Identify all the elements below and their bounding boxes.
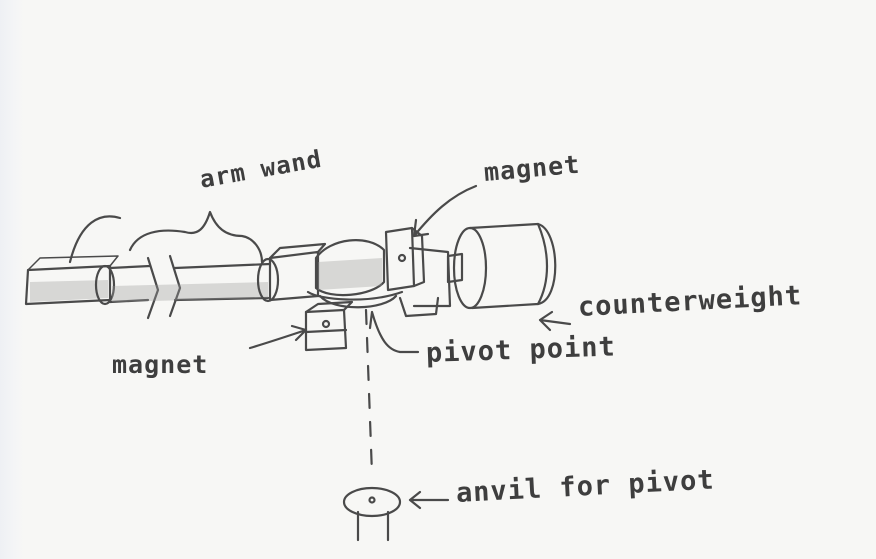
arm-wand-brace <box>68 210 264 264</box>
counterweight-arrow <box>538 310 572 332</box>
pivot-axis-dashed-line <box>364 308 374 476</box>
label-magnet-left: magnet <box>112 350 209 379</box>
pivot-point-pointer <box>368 310 420 354</box>
pivot-housing <box>268 239 404 309</box>
headshell-block <box>24 255 119 306</box>
label-pivot-point: pivot point <box>425 331 617 369</box>
paper-edge <box>0 0 24 559</box>
magnet-top-block <box>384 226 452 318</box>
magnet-bottom-block <box>304 300 354 352</box>
anvil-shape <box>342 486 402 542</box>
magnet-top-arrow <box>412 184 478 238</box>
arm-wand-tube <box>94 254 280 320</box>
counterweight-shape <box>446 222 557 310</box>
anvil-arrow <box>408 490 450 510</box>
magnet-bottom-arrow <box>248 324 308 350</box>
